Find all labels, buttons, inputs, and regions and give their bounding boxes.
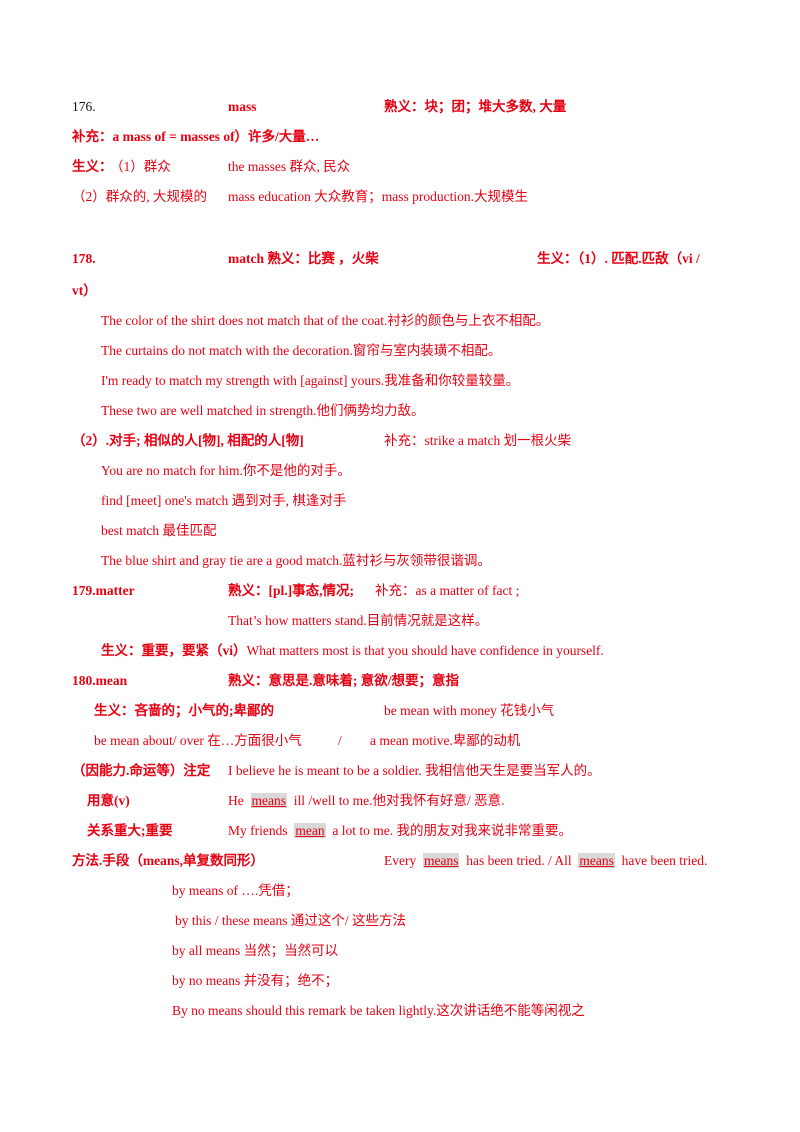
entry-179-example-1: That’s how matters stand.目前情况就是这样。 (228, 613, 489, 628)
entry-176-familiar-meaning: 熟义：块；团；堆大多数, 大量 (384, 99, 567, 114)
entry-180-by-no: by no means 并没有；绝不； (172, 973, 339, 988)
entry-180-example-about: be mean about/ over 在…方面很小气 (94, 733, 302, 748)
entry-179-supplement: 补充：as a matter of fact ; (375, 583, 520, 598)
entry-178-example-2: The curtains do not match with the decor… (101, 343, 502, 358)
entry-178-example-8: The blue shirt and gray tie are a good m… (101, 553, 491, 568)
entry-178-supplement: 补充：strike a match 划一根火柴 (384, 433, 572, 448)
entry-176-word: mass (228, 99, 257, 114)
entry-176-rare-example-2: mass education 大众教育；mass production.大规模生 (228, 189, 528, 204)
entry-180-by-means-of: by means of ….凭借； (172, 883, 299, 898)
entry-176-rare-example-1: the masses 群众, 民众 (228, 159, 351, 174)
entry-180-destined-label: （因能力.命运等）注定 (72, 763, 211, 778)
entry-180-destined-example: I believe he is meant to be a soldier. 我… (228, 763, 601, 778)
intend-rest: ill /well to me.他对我怀有好意/ 恶意. (293, 793, 505, 808)
entry-178-rare-heading: 生义：（1）. 匹配.匹敌（vi / (537, 251, 700, 266)
method-every: Every (384, 853, 417, 868)
important-pre: My friends (228, 823, 288, 838)
entry-179-rare-label: 生义：重要，要紧（vi） (101, 643, 247, 658)
entry-179-rare-line: 生义：重要，要紧（vi）What matters most is that yo… (101, 642, 604, 660)
entry-176-rare-label: 生义： (72, 159, 113, 174)
entry-180-by-this: by this / these means 通过这个/ 这些方法 (175, 913, 406, 928)
entry-178-sense-2: （2）.对手; 相似的人[物], 相配的人[物] (72, 433, 304, 448)
entry-178-rare-heading-cont: vt） (72, 283, 97, 298)
entry-180-familiar-meaning: 熟义：意思是.意味着; 意欲/想要；意指 (228, 673, 459, 688)
important-rest: a lot to me. 我的朋友对我来说非常重要。 (332, 823, 572, 838)
entry-178-example-6: find [meet] one's match 遇到对手, 棋逢对手 (101, 493, 347, 508)
entry-180-by-no-example: By no means should this remark be taken … (172, 1003, 585, 1018)
entry-180-intend-example: He means ill /well to me.他对我怀有好意/ 恶意. (228, 792, 505, 810)
entry-180-important-example: My friends mean a lot to me. 我的朋友对我来说非常重… (228, 822, 572, 840)
entry-179-rare-example: What matters most is that you should hav… (246, 643, 604, 658)
entry-178-number: 178. (72, 251, 96, 266)
entry-178-example-5: You are no match for him.你不是他的对手。 (101, 463, 351, 478)
entry-179-heading: 179.matter (72, 583, 135, 598)
entry-180-rare-label: 生义：吝啬的；小气的;卑鄙的 (94, 703, 274, 718)
entry-176-rare-sense-1: （1）群众 (110, 159, 171, 174)
entry-178-example-1: The color of the shirt does not match th… (101, 313, 550, 328)
entry-180-intend-label: 用意(v) (87, 793, 130, 808)
entry-180-heading: 180.mean (72, 673, 128, 688)
highlight-mean: mean (294, 823, 326, 838)
entry-178-example-7: best match 最佳匹配 (101, 523, 217, 538)
entry-180-slash: / (338, 733, 342, 748)
entry-176-supplement: 补充：a mass of = masses of）许多/大量… (72, 129, 320, 144)
entry-176-number: 176. (72, 99, 96, 114)
method-end: have been tried. (621, 853, 708, 868)
entry-178-example-3: I'm ready to match my strength with [aga… (101, 373, 520, 388)
entry-180-example-money: be mean with money 花钱小气 (384, 703, 555, 718)
entry-176-rare-sense-2: （2）群众的, 大规模的 (72, 189, 207, 204)
entry-180-example-motive: a mean motive.卑鄙的动机 (370, 733, 521, 748)
entry-178-example-4: These two are well matched in strength.他… (101, 403, 425, 418)
entry-180-by-all: by all means 当然；当然可以 (172, 943, 339, 958)
entry-180-method-label: 方法.手段（means,单复数同形） (72, 853, 264, 868)
highlight-means-2: means (578, 853, 615, 868)
entry-178-word-familiar: match 熟义：比赛 ，火柴 (228, 251, 379, 266)
highlight-means: means (250, 793, 287, 808)
intend-he: He (228, 793, 244, 808)
entry-180-important-label: 关系重大;重要 (87, 823, 173, 838)
entry-180-method-example: Every means has been tried. / All means … (384, 852, 707, 870)
entry-179-familiar-meaning: 熟义：[pl.]事态,情况; (228, 583, 354, 598)
highlight-means-1: means (422, 853, 460, 868)
method-mid: has been tried. / All (466, 853, 572, 868)
